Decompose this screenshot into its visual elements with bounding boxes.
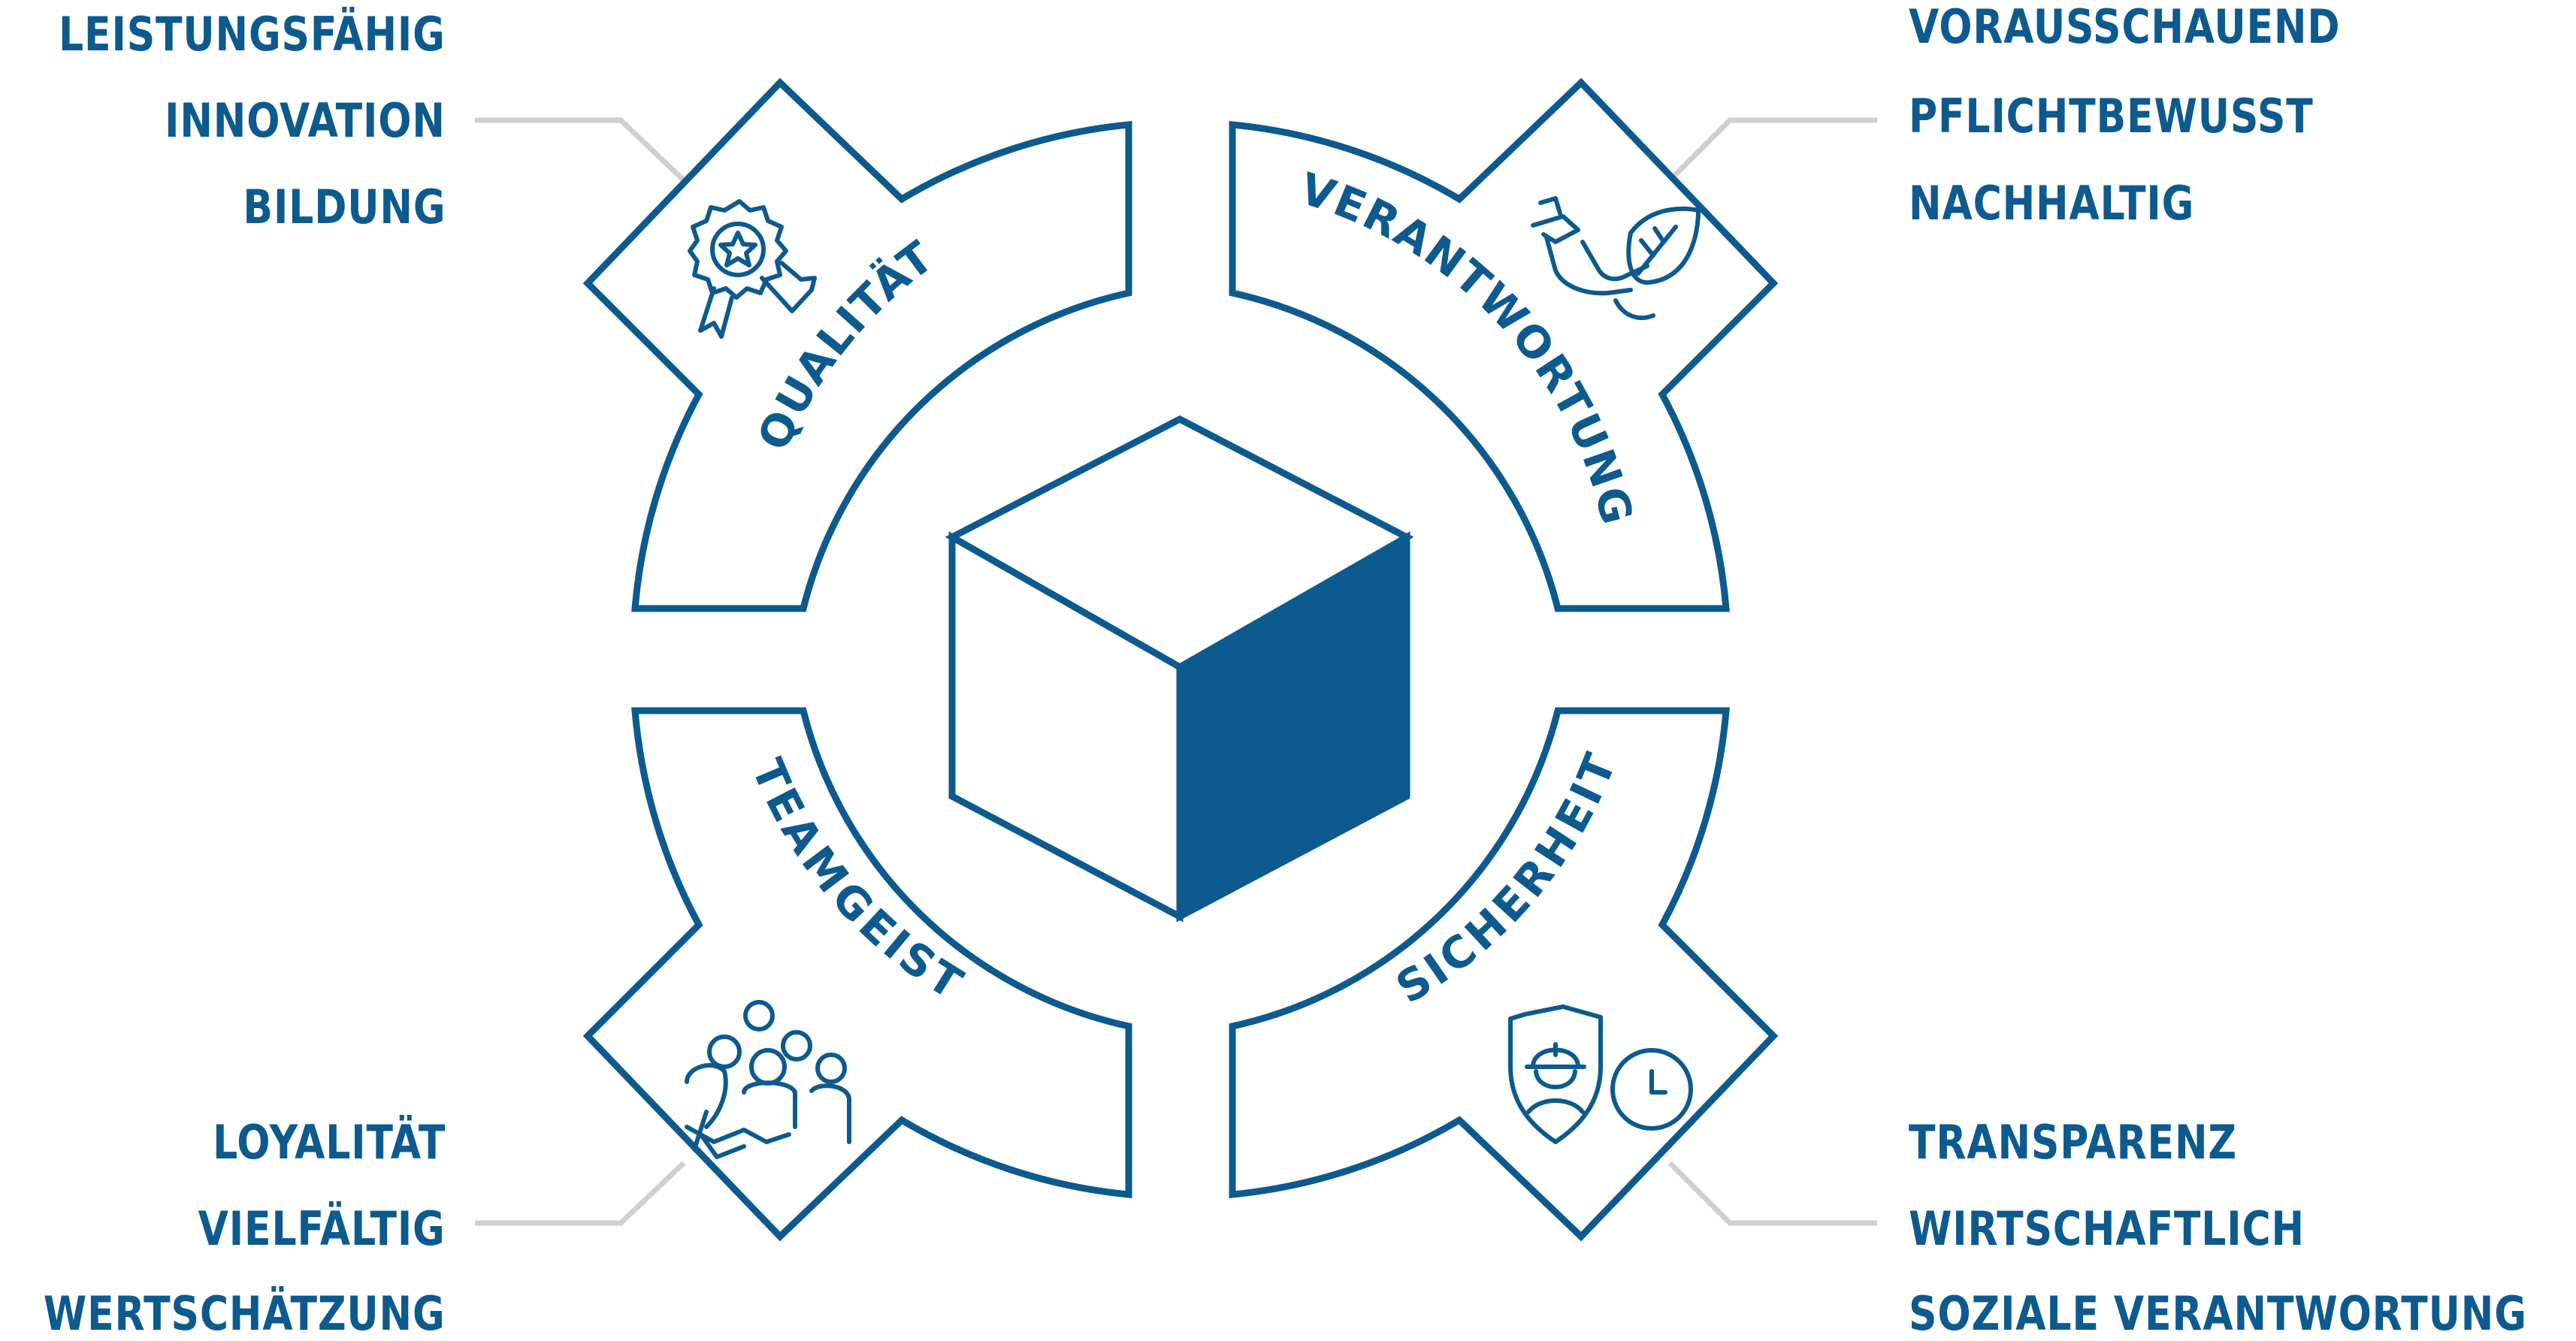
team-handshake-icon bbox=[685, 1000, 851, 1159]
keyword-verantwortung-3: NACHHALTIG bbox=[1909, 176, 2195, 231]
keyword-sicherheit-2: WIRTSCHAFTLICH bbox=[1909, 1201, 2305, 1256]
keyword-qualitaet-3: BILDUNG bbox=[243, 180, 446, 234]
keyword-teamgeist-1: LOYALITÄT bbox=[212, 1115, 446, 1170]
keyword-verantwortung-2: PFLICHTBEWUSST bbox=[1909, 89, 2314, 143]
leader-line-qualitaet bbox=[475, 117, 686, 183]
award-ribbon-icon bbox=[688, 199, 817, 339]
keyword-qualitaet-2: INNOVATION bbox=[165, 93, 446, 148]
segment-sicherheit bbox=[1229, 707, 1779, 1242]
cube-icon bbox=[945, 415, 1414, 923]
segment-verantwortung bbox=[1229, 77, 1779, 612]
leader-line-sicherheit bbox=[1667, 1161, 1877, 1226]
keyword-qualitaet-1: LEISTUNGSFÄHIG bbox=[59, 7, 446, 62]
leader-line-verantwortung bbox=[1667, 117, 1877, 183]
leader-lines bbox=[475, 117, 1877, 1226]
keyword-sicherheit-1: TRANSPARENZ bbox=[1909, 1115, 2237, 1170]
keyword-teamgeist-3: WERTSCHÄTZUNG bbox=[44, 1286, 446, 1341]
keyword-teamgeist-2: VIELFÄLTIG bbox=[198, 1201, 446, 1256]
keyword-verantwortung-1: VORAUSSCHAUEND bbox=[1909, 0, 2341, 54]
segment-qualitaet bbox=[582, 77, 1132, 612]
hand-leaf-icon bbox=[1531, 196, 1701, 321]
shield-worker-clock-icon bbox=[1508, 1004, 1693, 1144]
keyword-sicherheit-3: SOZIALE VERANTWORTUNG bbox=[1909, 1286, 2527, 1341]
leader-line-teamgeist bbox=[475, 1161, 686, 1226]
